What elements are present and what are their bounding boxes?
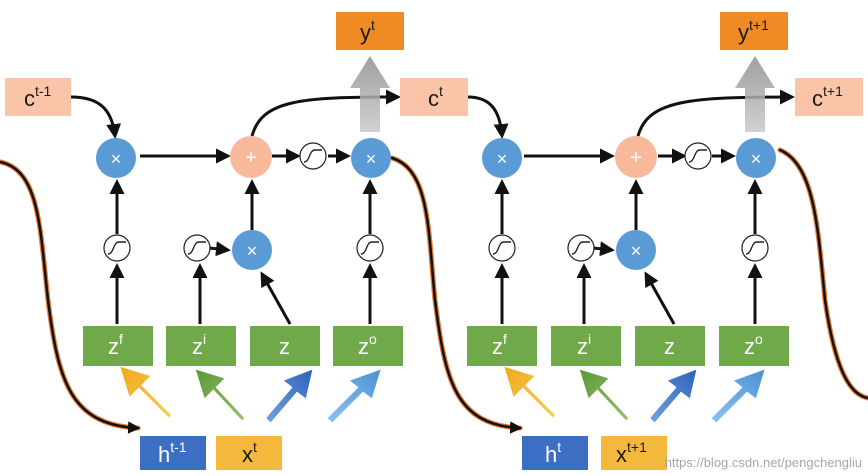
recurrent-connections [0,147,868,434]
lstm-cell-2: yt+1 ct+1 × + × × zf [467,12,863,470]
svg-text:+: + [245,147,257,169]
svg-text:×: × [631,241,642,261]
gate-box-zi-2: zi [551,326,621,366]
svg-text:z: z [279,334,290,359]
svg-text:×: × [751,149,762,169]
svg-text:+: + [630,147,642,169]
gate-box-zo-1: zo [333,326,403,366]
input-label-1: xt [242,439,257,467]
input-arrow-z-1 [266,369,313,423]
output-box-1 [336,12,404,50]
output-multiply-node-2 [736,138,776,178]
gate-box-z-1: z [250,326,320,366]
svg-text:zi: zi [577,331,591,359]
sigmoid-icon-input [183,234,211,262]
forget-multiply-node-2 [482,138,522,178]
gate-box-zi-1: zi [166,326,236,366]
cell-state-box-1 [400,78,468,116]
cell-state-prev-label: ct-1 [24,83,52,111]
cell-state-label-1: ct [428,83,443,111]
input-arrow-input-2 [579,369,629,421]
input-box-2 [601,436,667,470]
svg-text:×: × [497,149,508,169]
output-label-1: yt [360,17,375,45]
input-multiply-node-2 [616,230,656,270]
output-activation-icon [299,142,327,170]
hidden-state-box-2 [522,436,588,470]
output-arrow-2 [735,56,775,132]
input-multiply-node [232,230,272,270]
cell-add-node-2 [615,136,657,178]
svg-text:zf: zf [492,331,507,359]
sigmoid-icon-forget [103,234,131,262]
hidden-state-prev-box [140,436,206,470]
cell-add-node [230,136,272,178]
svg-text:z: z [664,334,675,359]
input-box-1 [216,436,282,470]
hidden-state-label-2: ht [545,439,561,467]
sigmoid-icon-forget-2 [488,234,516,262]
sigmoid-icon-output-2 [741,234,769,262]
sigmoid-icon-output [356,234,384,262]
input-label-2: xt+1 [616,439,647,467]
output-label-2: yt+1 [738,17,769,45]
svg-text:zo: zo [358,331,377,359]
sigmoid-icon-input-2 [567,234,595,262]
gate-box-zf-1: zf [83,326,153,366]
hidden-state-prev-label: ht-1 [158,439,187,467]
svg-text:zf: zf [108,331,123,359]
input-arrow-forget-2 [504,366,555,418]
gate-box-z-2: z [635,326,705,366]
cell-state-prev-box [5,78,71,116]
input-arrow-z-2 [650,369,697,423]
svg-text:×: × [111,149,122,169]
gate-box-zf-2: zf [467,326,537,366]
lstm-cell-1: ct-1 yt ct × + × × [5,12,468,470]
output-multiply-node [351,138,391,178]
forget-multiply-node [96,138,136,178]
output-arrow-1 [350,56,390,132]
input-arrow-output-2 [711,369,765,423]
svg-text:zi: zi [192,331,206,359]
output-activation-icon-2 [684,142,712,170]
cell-state-box-2 [795,78,863,116]
input-arrow-output-1 [327,369,381,423]
svg-text:zo: zo [744,331,763,359]
gate-box-zo-2: zo [719,326,789,366]
watermark-text: https://blog.csdn.net/pengchengliu [664,455,862,470]
svg-text:×: × [366,149,377,169]
cell-state-label-2: ct+1 [812,83,843,111]
svg-text:×: × [247,241,258,261]
output-box-2 [720,12,788,50]
input-arrow-forget-1 [120,366,171,418]
input-arrow-input-1 [195,369,245,421]
